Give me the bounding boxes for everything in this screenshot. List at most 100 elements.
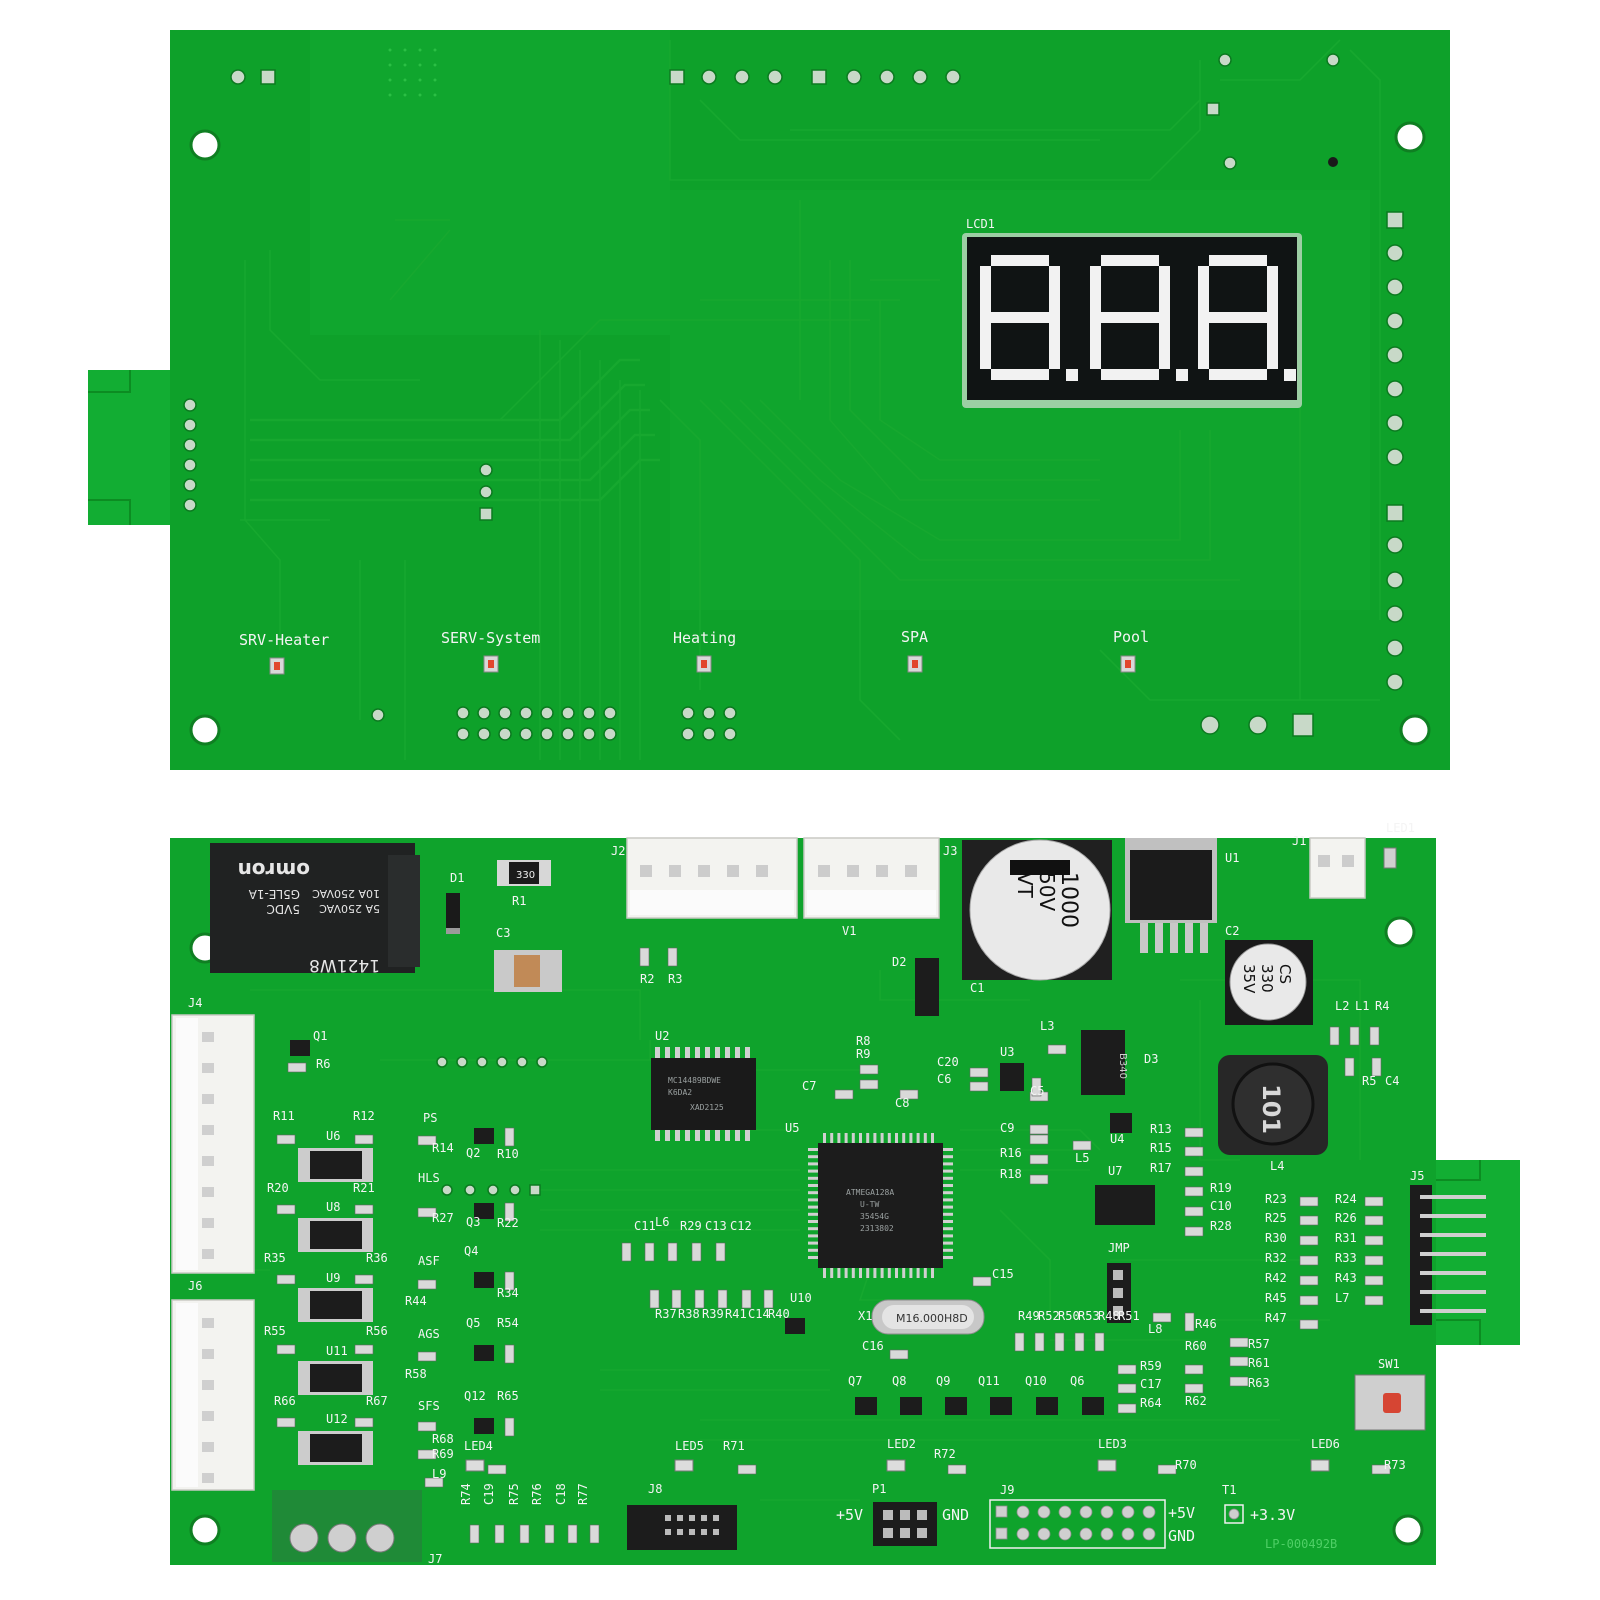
smd-part xyxy=(889,1349,909,1360)
smd-part xyxy=(504,1417,515,1437)
header-pad xyxy=(603,706,617,720)
smd-part xyxy=(649,1289,660,1309)
smd-part xyxy=(1184,1206,1204,1217)
ref-u4: U4 xyxy=(1110,1132,1124,1146)
ref-l3: L3 xyxy=(1040,1019,1054,1033)
smd-part xyxy=(972,1276,992,1287)
header-pad xyxy=(561,706,575,720)
smd-part xyxy=(717,1289,728,1309)
u2-pin xyxy=(715,1130,720,1141)
ref-c7: C7 xyxy=(802,1079,816,1093)
j8-pin xyxy=(713,1515,719,1521)
mcu-pin xyxy=(931,1268,934,1278)
crystal-value: M16.000H8D xyxy=(896,1312,968,1325)
smd-part xyxy=(276,1134,296,1145)
top-bottom-header xyxy=(456,706,737,741)
smd-part xyxy=(417,1207,437,1218)
digit-1-segment-2 xyxy=(1159,317,1170,369)
header-pad xyxy=(519,727,533,741)
ref-l2: L2 xyxy=(1335,999,1349,1013)
transistor xyxy=(1036,1397,1058,1415)
ref-u7: U7 xyxy=(1108,1164,1122,1178)
sw1-button[interactable] xyxy=(1354,1374,1426,1431)
ref-j8: J8 xyxy=(648,1482,662,1496)
mcu-pin xyxy=(830,1133,834,1143)
digit-0-segment-0 xyxy=(991,255,1049,266)
ref-r66: R66 xyxy=(274,1394,296,1408)
smd-part xyxy=(287,1062,307,1073)
ref-l5: L5 xyxy=(1075,1151,1089,1165)
ref-l9: L9 xyxy=(432,1467,446,1481)
header-pad xyxy=(582,706,596,720)
mcu-pin xyxy=(859,1133,862,1143)
c1-capacitor: 1000 50V VT xyxy=(962,839,1112,981)
j6-pin xyxy=(202,1380,214,1390)
ref-r2: R2 xyxy=(640,972,654,986)
ref-r57: R57 xyxy=(1248,1337,1270,1351)
u2-pin xyxy=(665,1130,670,1141)
ref-led4: LED4 xyxy=(464,1439,493,1453)
ref-r31: R31 xyxy=(1335,1231,1357,1245)
optocoupler xyxy=(310,1221,362,1249)
ref-r56: R56 xyxy=(366,1324,388,1338)
smd-part xyxy=(741,1289,752,1309)
transistor xyxy=(474,1128,494,1144)
ref-r29: R29 xyxy=(680,1219,702,1233)
ref-j1: J1 xyxy=(1292,834,1306,848)
ref-r70: R70 xyxy=(1175,1458,1197,1472)
ref-r1: R1 xyxy=(512,894,526,908)
smd-part xyxy=(1299,1319,1319,1330)
ref-c11: C11 xyxy=(634,1219,656,1233)
ref-j4: J4 xyxy=(188,996,202,1010)
smd-part xyxy=(1184,1312,1195,1332)
relay-rating2: 10A 250VAC xyxy=(312,887,380,900)
smd-part xyxy=(1184,1166,1204,1177)
input-label-hls: HLS xyxy=(418,1171,440,1185)
mcu-pin xyxy=(808,1256,818,1259)
j9-gnd-label: GND xyxy=(1168,1527,1195,1545)
mcu-line4: 2313802 xyxy=(860,1224,894,1233)
ref-p1: P1 xyxy=(872,1482,886,1496)
j9-pad xyxy=(1058,1527,1072,1541)
digit-2-segment-0 xyxy=(1209,255,1267,266)
indicator-leds: SRV-Heater SERV-System Heating SPA Pool xyxy=(239,628,1149,675)
j4-pin xyxy=(202,1063,214,1073)
digit-2-segment-2 xyxy=(1267,317,1278,369)
smd-part xyxy=(417,1421,437,1432)
smd-part xyxy=(1364,1196,1384,1207)
mcu-pin xyxy=(808,1198,818,1202)
j5-pin xyxy=(1420,1252,1486,1256)
t1-3v3-label: +3.3V xyxy=(1250,1506,1295,1524)
ref-r41: R41 xyxy=(725,1307,747,1321)
smd-part xyxy=(1034,1332,1045,1352)
digit-1-segment-4 xyxy=(1090,317,1101,369)
smd-part xyxy=(899,1089,919,1100)
ref-c5: C5 xyxy=(1030,1084,1044,1098)
input-label-ags: AGS xyxy=(418,1327,440,1341)
u2-pin xyxy=(655,1047,660,1058)
mcu-pin xyxy=(895,1268,898,1278)
transistor xyxy=(474,1345,494,1361)
smd-part xyxy=(1029,1124,1049,1135)
ref-r10: R10 xyxy=(497,1147,519,1161)
u2-pin xyxy=(705,1130,710,1141)
digit-1-segment-5 xyxy=(1090,266,1101,318)
mcu-pin xyxy=(837,1268,841,1278)
ref-r77: R77 xyxy=(576,1483,590,1505)
mcu-pin xyxy=(943,1234,953,1238)
ref-r40: R40 xyxy=(768,1307,790,1321)
mcu-pin xyxy=(808,1220,818,1223)
digit-0-segment-1 xyxy=(1049,266,1060,318)
smd-part xyxy=(737,1464,757,1475)
smd-part xyxy=(1299,1215,1319,1226)
smd-part xyxy=(1364,1255,1384,1266)
ref-c3: C3 xyxy=(496,926,510,940)
digit-1-dot xyxy=(1176,369,1188,381)
u5-mcu: ATMEGA128A U-TW 35454G 2313802 xyxy=(808,1133,953,1278)
header-pad xyxy=(582,727,596,741)
mcu-pin xyxy=(851,1268,855,1278)
u3-chip xyxy=(1000,1063,1024,1091)
smd-part xyxy=(715,1242,726,1262)
r1-value: 330 xyxy=(516,870,535,881)
digit-0-segment-3 xyxy=(991,369,1049,380)
